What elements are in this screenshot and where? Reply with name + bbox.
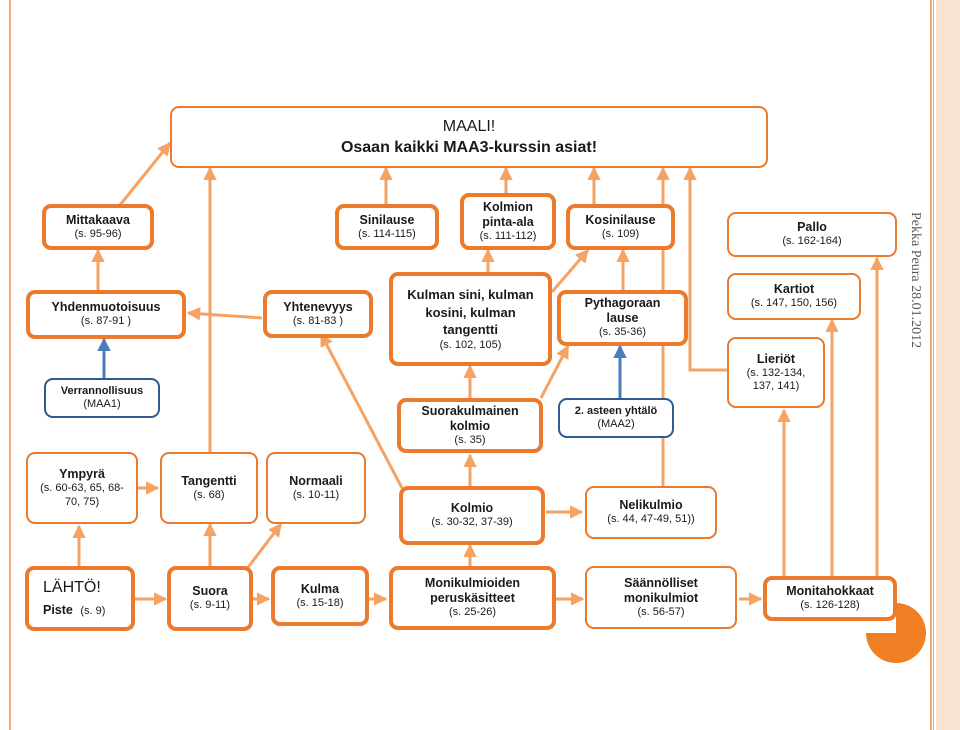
node-normaali-title: Normaali (289, 473, 343, 488)
node-monikulmioiden-peruskasitteet-pages: (s. 25-26) (448, 606, 497, 619)
arrow-mittakaava-goal (118, 141, 172, 206)
node-kolmio-title: Kolmio (450, 501, 494, 516)
node-kosinilause-pages: (s. 109) (601, 227, 640, 240)
node-kartiot: Kartiot (s. 147, 150, 156) (727, 273, 861, 320)
node-lahto-pages: (s. 9) (80, 604, 106, 617)
node-kolmion-pinta-ala-title: Kolmion pinta-ala (482, 199, 534, 229)
node-suora: Suora (s. 9-11) (167, 566, 253, 631)
node-monikulmioiden-peruskasitteet: Monikulmioiden peruskäsitteet (s. 25-26) (389, 566, 556, 630)
goal-line2: Osaan kaikki MAA3-kurssin asiat! (340, 139, 598, 156)
node-ympyra: Ympyrä (s. 60-63, 65, 68-70, 75) (26, 452, 138, 524)
node-suorakulmainen-kolmio: Suorakulmainen kolmio (s. 35) (397, 398, 543, 453)
node-saannolliset-monikulmiot-title: Säännölliset monikulmiot (623, 575, 699, 605)
arrow-kolmio-yhtenevyys (319, 332, 404, 489)
node-monitahokkaat-title: Monitahokkaat (786, 584, 874, 599)
node-yhdenmuotoisuus-title: Yhdenmuotoisuus (51, 300, 161, 315)
node-nelikulmio-title: Nelikulmio (619, 498, 683, 513)
node-monitahokkaat: Monitahokkaat (s. 126-128) (763, 576, 897, 621)
node-pallo: Pallo (s. 162-164) (727, 212, 897, 257)
node-sinilause-pages: (s. 114-115) (358, 227, 416, 240)
node-kulman-sini: Kulman sini, kulman kosini, kulman tange… (389, 272, 552, 366)
node-sinilause-title: Sinilause (359, 212, 415, 227)
node-lieriot: Lieriöt (s. 132-134, 137, 141) (727, 337, 825, 408)
node-monitahokkaat-pages: (s. 126-128) (800, 599, 860, 612)
arrow-suora-normaali (244, 522, 283, 571)
node-kulma-pages: (s. 15-18) (296, 596, 344, 609)
author-date-caption: Pekka Peura 28.01.2012 (908, 212, 923, 349)
node-verrannollisuus-title: Verrannollisuus (60, 384, 144, 397)
node-suorakulmainen-kolmio-title: Suorakulmainen kolmio (421, 403, 519, 433)
node-yhdenmuotoisuus: Yhdenmuotoisuus (s. 87-91 ) (26, 290, 186, 339)
node-saannolliset-monikulmiot: Säännölliset monikulmiot (s. 56-57) (585, 566, 737, 629)
node-kosinilause: Kosinilause (s. 109) (566, 204, 675, 250)
node-suora-title: Suora (192, 584, 228, 599)
node-yhdenmuotoisuus-pages: (s. 87-91 ) (80, 315, 132, 328)
node-kolmio: Kolmio (s. 30-32, 37-39) (399, 486, 545, 545)
node-nelikulmio-pages: (s. 44, 47-49, 51)) (607, 513, 695, 526)
node-tangentti-pages: (s. 68) (193, 488, 225, 501)
node-pallo-title: Pallo (797, 220, 827, 235)
node-lahto-row: Piste (s. 9) (43, 600, 105, 619)
node-normaali-pages: (s. 10-11) (292, 488, 340, 501)
node-suora-pages: (s. 9-11) (189, 599, 231, 612)
node-kulma-title: Kulma (300, 581, 340, 596)
node-sinilause: Sinilause (s. 114-115) (335, 204, 439, 250)
node-kulman-sini-title: Kulman sini, kulman kosini, kulman tange… (407, 287, 534, 338)
node-toisen-asteen-yhtalo-title: 2. asteen yhtälö (574, 404, 658, 417)
node-pallo-pages: (s. 162-164) (782, 235, 842, 248)
goal-box: MAALI! Osaan kaikki MAA3-kurssin asiat! (170, 106, 768, 168)
node-monikulmioiden-peruskasitteet-title: Monikulmioiden peruskäsitteet (424, 576, 521, 606)
arrow-kulman-sini-kosinilause (550, 248, 590, 293)
node-kosinilause-title: Kosinilause (585, 212, 656, 227)
node-verrannollisuus: Verrannollisuus (MAA1) (44, 378, 160, 418)
node-tangentti-title: Tangentti (181, 473, 237, 488)
node-yhtenevyys-title: Yhtenevyys (283, 299, 353, 314)
node-pythagoraan-lause-pages: (s. 35-36) (598, 326, 647, 339)
node-kulma: Kulma (s. 15-18) (271, 566, 369, 626)
right-edge-band (930, 0, 960, 730)
node-lahto-subtitle: Piste (43, 602, 73, 617)
node-tangentti: Tangentti (s. 68) (160, 452, 258, 524)
node-ympyra-title: Ympyrä (59, 467, 105, 482)
goal-line1: MAALI! (442, 117, 496, 135)
node-pythagoraan-lause-title: Pythagoraan lause (584, 296, 661, 326)
node-verrannollisuus-source: (MAA1) (83, 398, 121, 410)
node-ympyra-pages: (s. 60-63, 65, 68-70, 75) (40, 482, 124, 508)
left-edge-line (9, 0, 11, 730)
arrow-suorakulmainen-pythagoras (539, 344, 570, 399)
node-lieriot-pages: (s. 132-134, 137, 141) (746, 366, 806, 392)
node-kolmio-pages: (s. 30-32, 37-39) (431, 516, 513, 529)
node-kulman-sini-pages: (s. 102, 105) (439, 338, 502, 351)
node-toisen-asteen-yhtalo-source: (MAA2) (597, 418, 635, 430)
arrow-yhtenevyys-yhdenmuotoisuus (186, 307, 263, 321)
arrow-lieriot-goal (683, 166, 727, 372)
node-kolmion-pinta-ala-pages: (s. 111-112) (479, 229, 537, 242)
node-normaali: Normaali (s. 10-11) (266, 452, 366, 524)
node-kartiot-title: Kartiot (773, 282, 815, 297)
node-pythagoraan-lause: Pythagoraan lause (s. 35-36) (557, 290, 688, 346)
node-kolmion-pinta-ala: Kolmion pinta-ala (s. 111-112) (460, 193, 556, 250)
node-saannolliset-monikulmiot-pages: (s. 56-57) (637, 605, 685, 618)
node-lahto: LÄHTÖ! Piste (s. 9) (25, 566, 135, 631)
node-lahto-title: LÄHTÖ! (43, 579, 101, 597)
node-lieriot-title: Lieriöt (756, 351, 796, 366)
node-yhtenevyys-pages: (s. 81-83 ) (292, 314, 344, 327)
node-yhtenevyys: Yhtenevyys (s. 81-83 ) (263, 290, 373, 338)
node-mittakaava-title: Mittakaava (66, 212, 130, 227)
node-nelikulmio: Nelikulmio (s. 44, 47-49, 51)) (585, 486, 717, 539)
node-mittakaava: Mittakaava (s. 95-96) (42, 204, 154, 250)
node-mittakaava-pages: (s. 95-96) (74, 227, 122, 240)
node-toisen-asteen-yhtalo: 2. asteen yhtälö (MAA2) (558, 398, 674, 438)
node-kartiot-pages: (s. 147, 150, 156) (750, 297, 838, 310)
node-suorakulmainen-kolmio-pages: (s. 35) (454, 433, 486, 446)
